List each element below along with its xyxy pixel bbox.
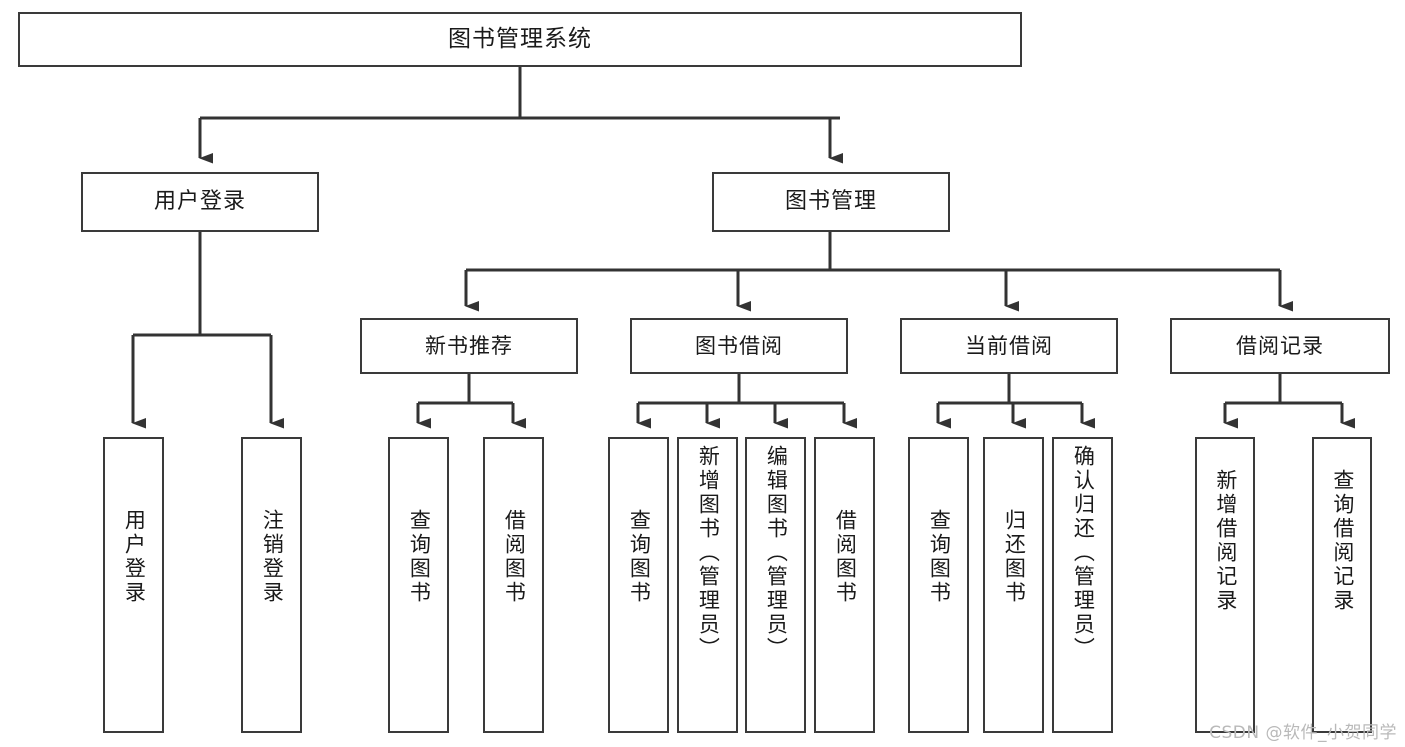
node-book-mgmt-label: 图书管理 <box>784 189 877 215</box>
node-leaf-borrow-book-2-label: 借阅图书 <box>833 509 858 605</box>
node-leaf-edit-book[interactable]: 编辑图书（管理员） <box>745 437 806 733</box>
node-leaf-user-logout-label: 注销登录 <box>260 509 285 605</box>
node-user-login-label: 用户登录 <box>153 189 246 215</box>
node-leaf-edit-book-label: 编辑图书（管理员） <box>764 445 789 661</box>
node-leaf-query-book-3[interactable]: 查询图书 <box>908 437 969 733</box>
node-leaf-query-record-label: 查询借阅记录 <box>1330 469 1355 613</box>
node-leaf-query-record[interactable]: 查询借阅记录 <box>1312 437 1372 733</box>
node-book-borrow[interactable]: 图书借阅 <box>630 318 848 374</box>
node-borrow-record-label: 借阅记录 <box>1236 333 1324 358</box>
node-book-mgmt[interactable]: 图书管理 <box>712 172 950 232</box>
node-leaf-return-book-label: 归还图书 <box>1002 509 1027 605</box>
node-leaf-confirm-return[interactable]: 确认归还（管理员） <box>1052 437 1113 733</box>
node-leaf-query-book-1-label: 查询图书 <box>407 509 432 605</box>
node-leaf-user-login[interactable]: 用户登录 <box>103 437 164 733</box>
node-leaf-borrow-book-1-label: 借阅图书 <box>502 509 527 605</box>
node-new-book-rec-label: 新书推荐 <box>425 333 513 358</box>
node-root[interactable]: 图书管理系统 <box>18 12 1022 67</box>
node-leaf-borrow-book-1[interactable]: 借阅图书 <box>483 437 544 733</box>
node-root-label: 图书管理系统 <box>448 26 592 53</box>
node-leaf-query-book-3-label: 查询图书 <box>927 509 952 605</box>
node-leaf-query-book-2-label: 查询图书 <box>627 509 652 605</box>
node-borrow-record[interactable]: 借阅记录 <box>1170 318 1390 374</box>
node-leaf-add-book-label: 新增图书（管理员） <box>696 445 721 661</box>
node-leaf-query-book-1[interactable]: 查询图书 <box>388 437 449 733</box>
node-leaf-user-login-label: 用户登录 <box>122 509 147 605</box>
node-leaf-query-book-2[interactable]: 查询图书 <box>608 437 669 733</box>
node-leaf-confirm-return-label: 确认归还（管理员） <box>1071 445 1096 661</box>
node-current-borrow-label: 当前借阅 <box>965 333 1053 358</box>
node-leaf-user-logout[interactable]: 注销登录 <box>241 437 302 733</box>
node-leaf-add-record[interactable]: 新增借阅记录 <box>1195 437 1255 733</box>
csdn-watermark: CSDN @软件_小贺同学 <box>1209 723 1397 743</box>
node-user-login[interactable]: 用户登录 <box>81 172 319 232</box>
node-leaf-add-record-label: 新增借阅记录 <box>1213 469 1238 613</box>
node-current-borrow[interactable]: 当前借阅 <box>900 318 1118 374</box>
node-book-borrow-label: 图书借阅 <box>695 333 783 358</box>
node-leaf-add-book[interactable]: 新增图书（管理员） <box>677 437 738 733</box>
node-leaf-return-book[interactable]: 归还图书 <box>983 437 1044 733</box>
node-new-book-rec[interactable]: 新书推荐 <box>360 318 578 374</box>
node-leaf-borrow-book-2[interactable]: 借阅图书 <box>814 437 875 733</box>
